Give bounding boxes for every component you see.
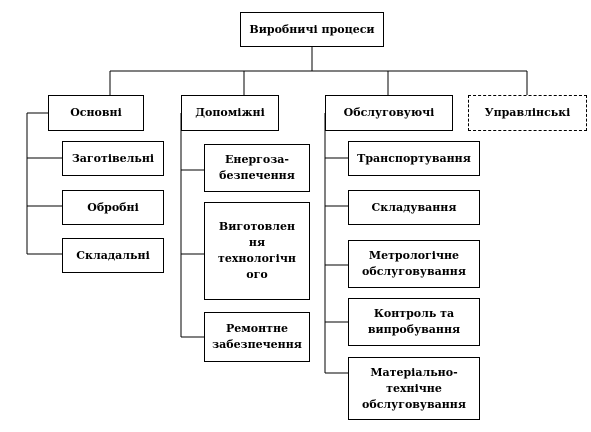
category-label: Обслуговуючі: [343, 106, 435, 119]
process-node: Складальні: [62, 238, 164, 273]
process-label: Ремонтне забезпечення: [212, 322, 302, 351]
process-label: Матеріально- технічне обслуговування: [362, 365, 466, 411]
category-label: Основні: [70, 106, 122, 119]
category-label: Управлінські: [484, 106, 571, 119]
process-node: Метрологічне обслуговування: [348, 240, 480, 288]
process-label: Обробні: [87, 200, 139, 214]
process-node: Складування: [348, 190, 480, 225]
category-node-obsluhovuiuchi: Обслуговуючі: [325, 95, 453, 131]
process-label: Складування: [371, 200, 457, 214]
process-label: Складальні: [76, 248, 150, 262]
process-node: Ремонтне забезпечення: [204, 312, 310, 362]
root-node-label: Виробничі процеси: [249, 22, 375, 36]
category-node-upravlinski: Управлінські: [468, 95, 587, 131]
process-node: Енергоза- безпечення: [204, 144, 310, 192]
process-node: Транспортування: [348, 141, 480, 176]
process-label: Виготовлен ня технологічн ого: [218, 220, 296, 281]
process-node: Обробні: [62, 190, 164, 225]
category-node-dopomizhni: Допоміжні: [181, 95, 279, 131]
process-label: Метрологічне обслуговування: [362, 249, 466, 278]
process-node: Матеріально- технічне обслуговування: [348, 357, 480, 420]
process-node: Виготовлен ня технологічн ого: [204, 202, 310, 300]
category-label: Допоміжні: [195, 106, 265, 119]
process-node: Заготівельні: [62, 141, 164, 176]
root-node: Виробничі процеси: [240, 12, 384, 47]
process-label: Контроль та випробування: [367, 307, 461, 336]
process-label: Заготівельні: [71, 151, 155, 165]
process-label: Транспортування: [357, 151, 471, 165]
category-node-osnovni: Основні: [48, 95, 144, 131]
process-node: Контроль та випробування: [348, 298, 480, 346]
process-label: Енергоза- безпечення: [219, 153, 295, 182]
